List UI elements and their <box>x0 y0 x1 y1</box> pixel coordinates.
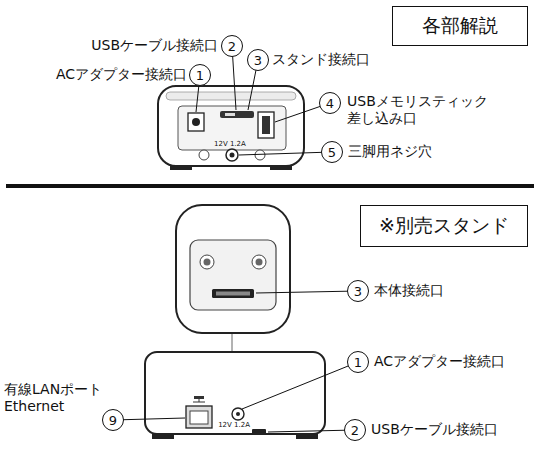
ac-port <box>188 113 204 131</box>
callout-text: 1 <box>354 355 362 370</box>
stand-hole <box>252 255 266 269</box>
leader-line <box>242 362 358 409</box>
side-hole <box>255 150 265 160</box>
leader-line <box>256 291 358 293</box>
divider-line <box>6 184 534 188</box>
usb-cable-port <box>225 113 235 116</box>
tripod-hole-inner <box>230 153 235 158</box>
callout-number: 1 <box>347 351 369 373</box>
heading-box: ※別売スタンド <box>360 205 528 247</box>
callout-text: 1 <box>196 68 204 83</box>
stand-top <box>176 205 290 333</box>
callout-text: 3 <box>254 53 262 68</box>
lan-icon <box>194 396 204 399</box>
leader-line <box>268 430 355 432</box>
stand-hole <box>200 255 214 269</box>
heading-text: ※別売スタンド <box>379 213 509 239</box>
callout-text: 9 <box>109 413 117 428</box>
heading-box: 各部解説 <box>392 6 528 46</box>
lan-icon <box>193 402 205 403</box>
callout-text: 5 <box>328 145 336 160</box>
usb-memory-port-inner <box>262 116 270 134</box>
part-label: スタンド接続口 <box>272 51 370 69</box>
body-connector <box>212 289 254 298</box>
stand-connector <box>220 111 254 118</box>
stand-base <box>145 352 325 434</box>
ethernet-port-inner <box>190 411 208 424</box>
callout-text: 3 <box>354 284 362 299</box>
callout-number: 3 <box>347 280 369 302</box>
rating-text: 12V 1.2A <box>214 141 246 148</box>
callout-number: 2 <box>221 35 243 57</box>
ac-port-pin <box>236 412 240 416</box>
usb-memory-port <box>258 112 274 138</box>
stand-hole-inner <box>204 259 211 266</box>
device-rim <box>166 92 296 100</box>
part-label: ACアダプター接続口 <box>56 66 187 84</box>
callout-number: 1 <box>189 64 211 86</box>
body-connector-pins <box>216 292 250 296</box>
part-label: USBメモリスティック 差し込み口 <box>347 93 522 128</box>
part-label: ACアダプター接続口 <box>374 353 505 371</box>
callout-text: 4 <box>326 96 334 111</box>
part-label: USBケーブル接続口 <box>91 37 218 55</box>
callout-text: 2 <box>351 423 359 438</box>
stand-hole-inner <box>256 259 263 266</box>
heading-text: 各部解説 <box>422 13 498 39</box>
part-label: 三脚用ネジ穴 <box>348 143 432 161</box>
ac-port-pin <box>192 118 200 126</box>
part-label: 有線LANポート Ethernet <box>4 381 126 416</box>
callout-number: 2 <box>344 419 366 441</box>
stand-panel <box>190 240 276 310</box>
callout-number: 9 <box>102 409 124 431</box>
callout-number: 5 <box>321 141 343 163</box>
callout-number: 3 <box>247 49 269 71</box>
ethernet-port <box>186 406 212 428</box>
ac-port <box>232 408 244 420</box>
joint-line <box>232 333 233 352</box>
usb-mini-port <box>252 429 266 435</box>
part-label: USBケーブル接続口 <box>371 421 498 439</box>
rating-text: 12V 1.2A <box>218 422 250 429</box>
device-panel <box>178 106 286 150</box>
part-label: 本体接続口 <box>374 282 444 300</box>
leader-line <box>239 152 332 155</box>
callout-number: 4 <box>319 92 341 114</box>
side-hole <box>199 150 209 160</box>
callout-text: 2 <box>228 39 236 54</box>
tripod-hole <box>226 149 238 161</box>
